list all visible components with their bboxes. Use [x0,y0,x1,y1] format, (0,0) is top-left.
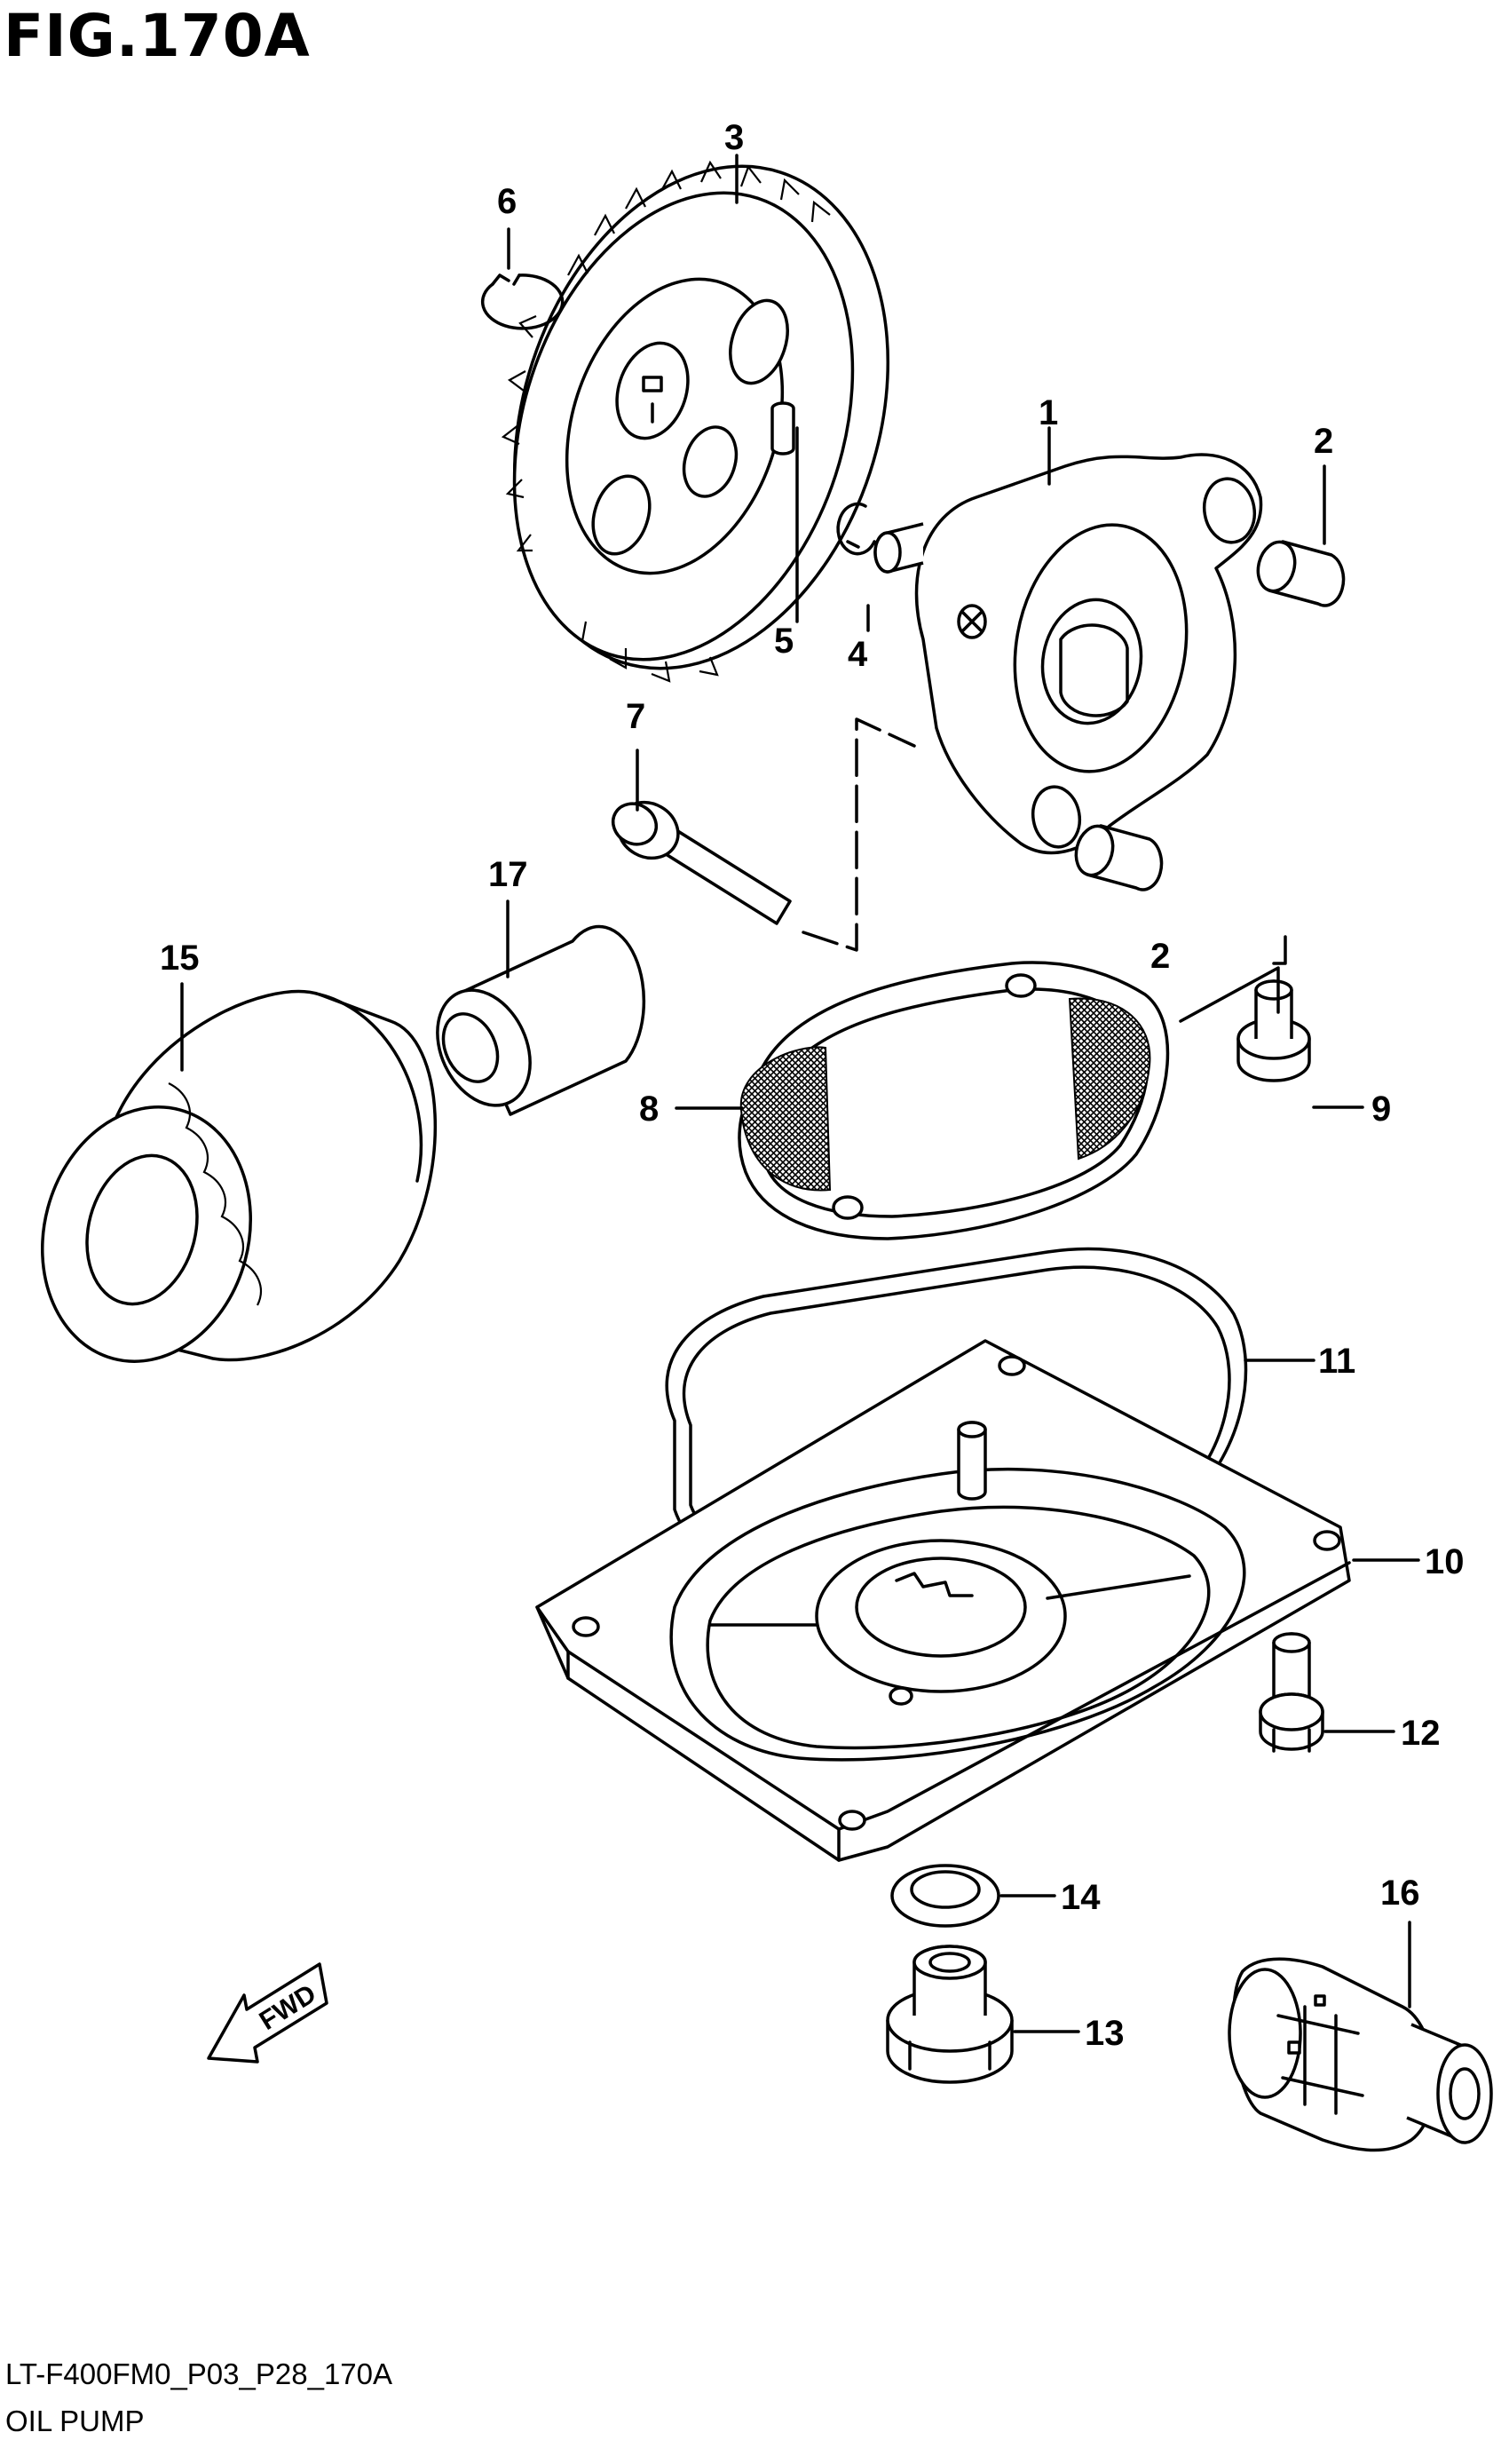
part-4-washer [836,502,876,556]
callout-17: 17 [488,855,528,894]
figure-name: OIL PUMP [5,2405,145,2437]
callouts: 3 6 1 2 5 4 7 2 17 15 8 9 11 10 12 14 16… [160,118,1465,2053]
callout-5: 5 [774,622,794,661]
callout-12: 12 [1401,1714,1441,1753]
callout-8: 8 [639,1089,659,1129]
part-2-dowel-lower [1074,824,1164,891]
callout-11: 11 [1318,1342,1355,1381]
callout-15: 15 [160,939,200,978]
callout-1: 1 [1039,393,1058,432]
part-15-oil-filter [41,989,438,1363]
callout-10: 10 [1425,1542,1465,1581]
part-10-cap [535,1339,1351,1862]
callout-2-lower: 2 [1150,937,1170,976]
part-14-washer [890,1864,1000,1928]
part-1-pump-body [873,453,1263,855]
part-5-pin [770,401,795,456]
part-2-dowel-upper [1256,540,1346,607]
part-7-bolt [611,800,792,925]
callout-9: 9 [1371,1089,1391,1129]
part-12-bolt [1259,1632,1324,1753]
part-8-strainer [738,961,1170,1240]
part-3-driven-gear [501,160,890,683]
part-17-nipple [436,924,646,1116]
part-9-bolt [1236,979,1311,1082]
callout-16: 16 [1380,1874,1420,1913]
fwd-arrow-icon: FWD [207,1962,328,2064]
callout-3: 3 [724,118,744,157]
figure-title: FIG.170A [4,2,311,70]
callout-2-upper: 2 [1314,422,1333,461]
callout-6: 6 [497,182,517,221]
leader-lines [180,154,1420,2033]
callout-4: 4 [848,635,868,674]
callout-14: 14 [1061,1878,1101,1917]
part-6-circlip [480,273,565,330]
part-13-drain-plug [886,1945,1014,2084]
callout-7: 7 [626,697,645,736]
callout-13: 13 [1085,2014,1125,2053]
part-16-sensor [1228,1957,1493,2152]
figure-code: LT-F400FM0_P03_P28_170A [5,2357,393,2390]
